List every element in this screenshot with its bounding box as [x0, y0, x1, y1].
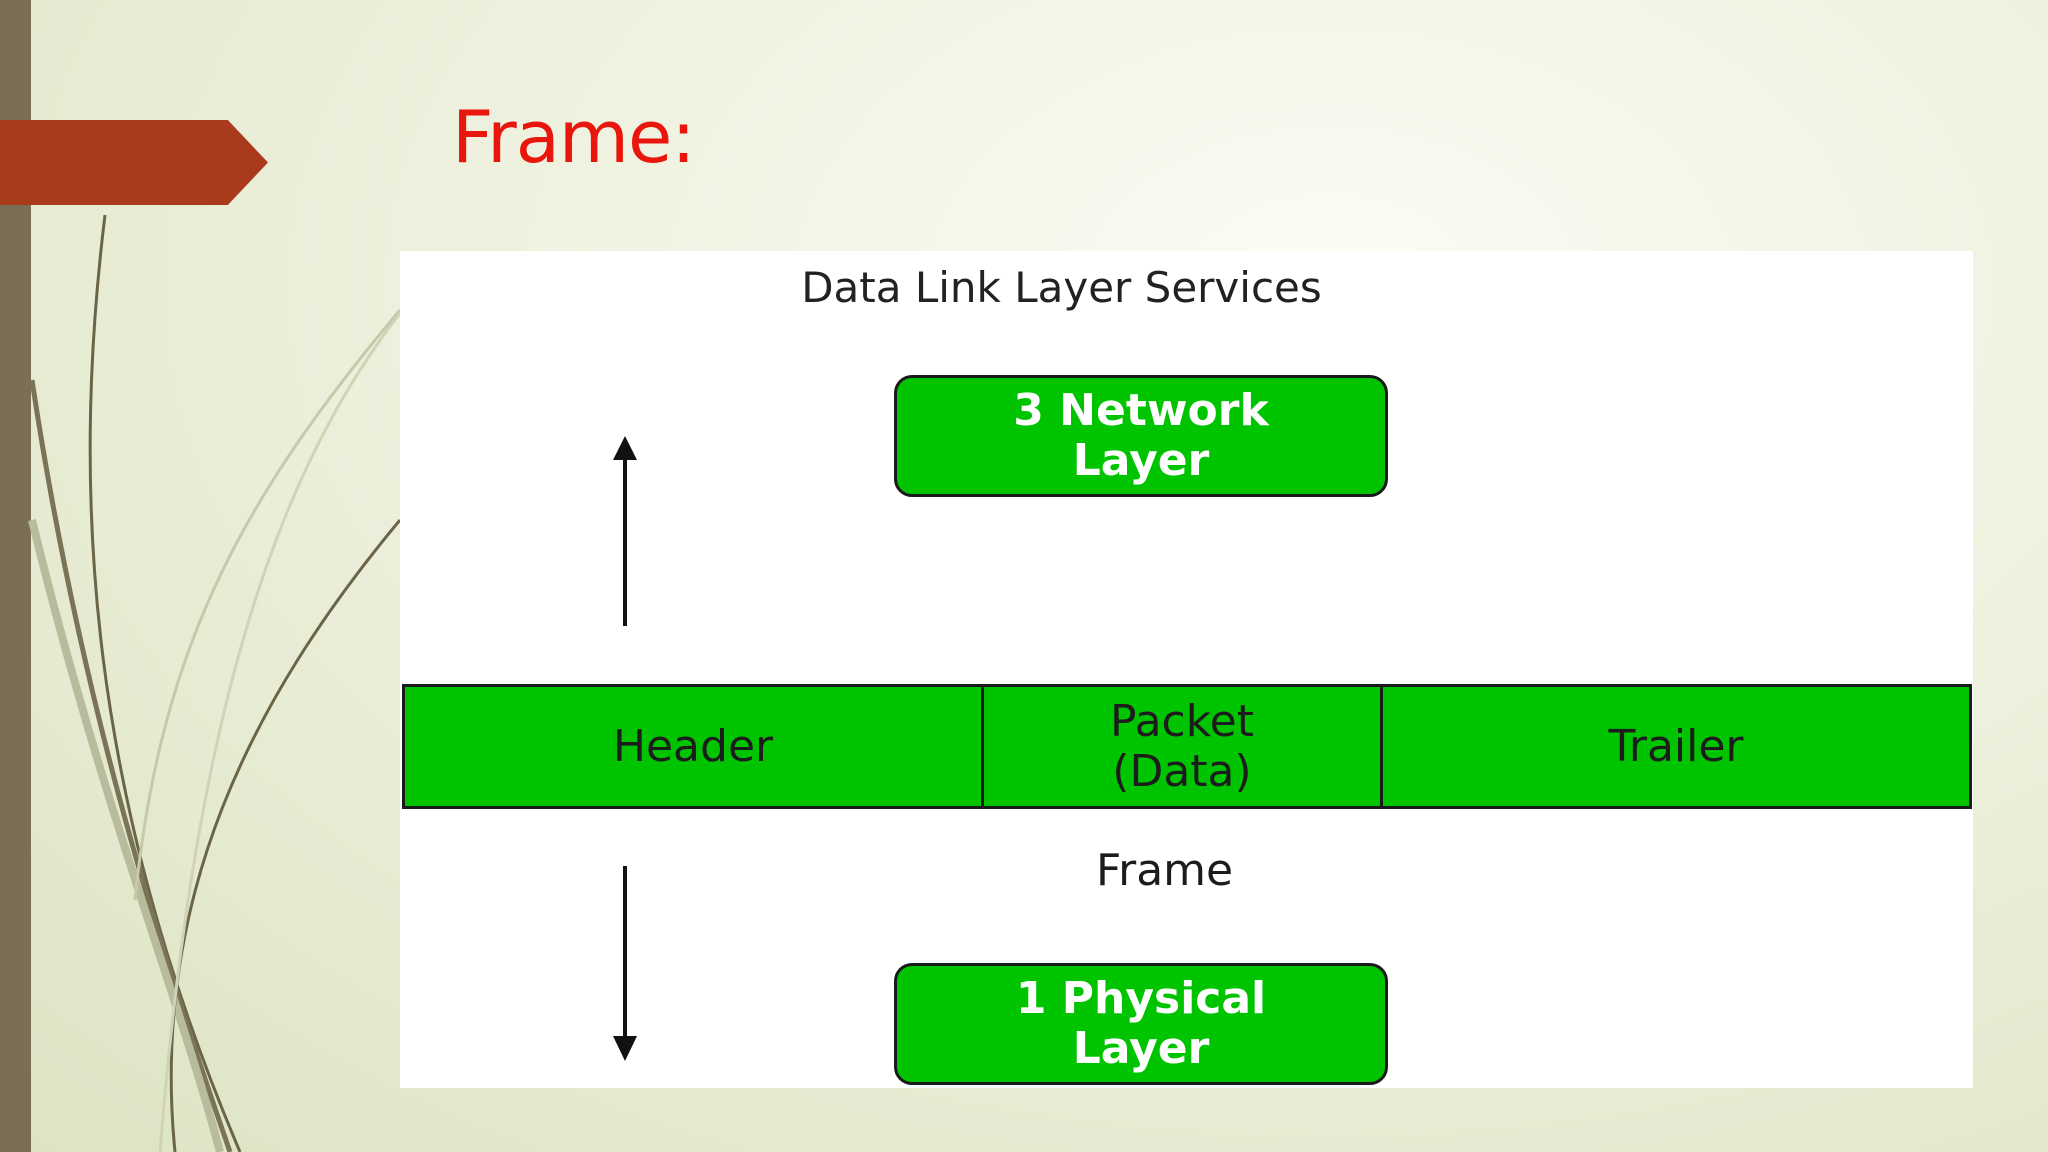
network-layer-box: 3 Network Layer [894, 375, 1388, 497]
diagram-title: Data Link Layer Services [801, 263, 1322, 312]
data-link-diagram: Data Link Layer Services 3 Network Layer… [400, 251, 1973, 1088]
arrow-down-icon [613, 866, 637, 1061]
title-accent-arrow [0, 120, 268, 205]
frame-header-cell: Header [405, 687, 984, 806]
physical-layer-box: 1 Physical Layer [894, 963, 1388, 1085]
frame-label: Frame [1096, 845, 1234, 896]
decorative-curves [28, 214, 420, 1152]
frame-row: Header Packet (Data) Trailer [402, 684, 1972, 809]
slide-title: Frame: [452, 95, 696, 179]
arrow-up-icon [613, 436, 637, 626]
frame-trailer-cell: Trailer [1608, 720, 1744, 772]
frame-packet-cell: Packet (Data) [984, 687, 1383, 806]
